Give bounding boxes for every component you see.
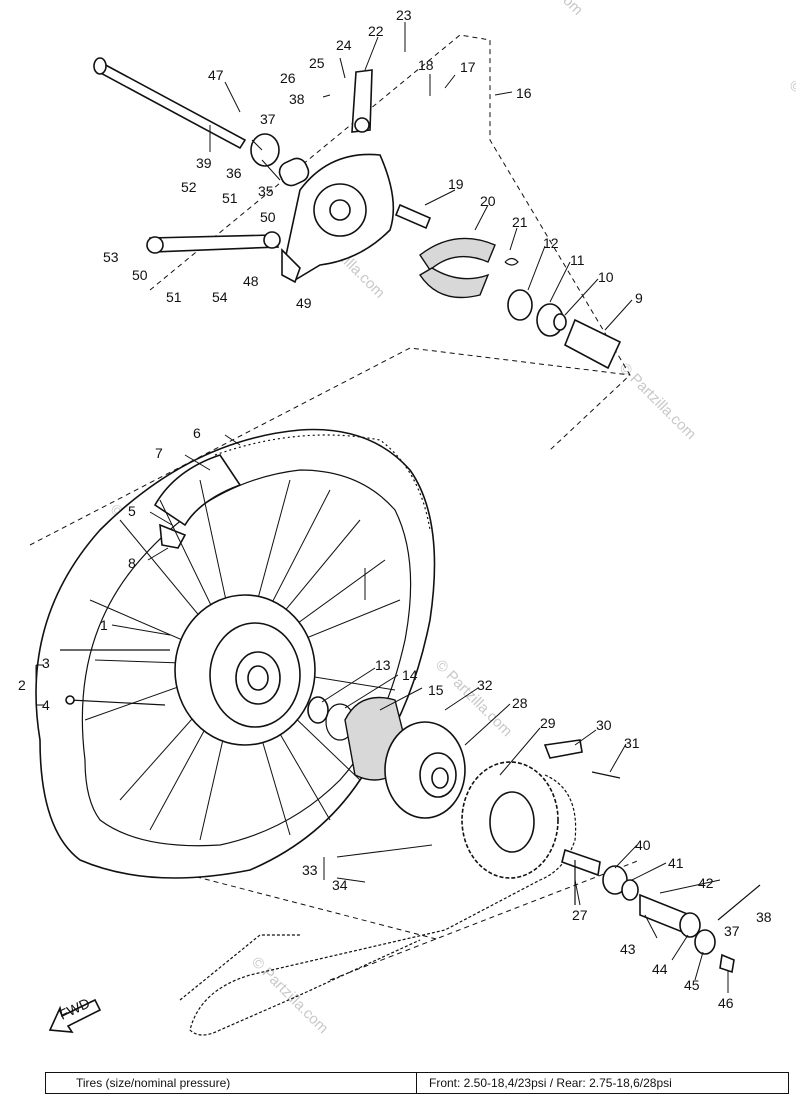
- callout-35: 35: [258, 183, 274, 199]
- callout-30: 30: [596, 717, 612, 733]
- wheel-hub: [174, 594, 316, 746]
- callout-1: 1: [100, 617, 108, 633]
- callout-47: 47: [208, 67, 224, 83]
- callout-18: 18: [418, 57, 434, 73]
- drive-chain: [179, 774, 577, 1036]
- watermark: © Partzilla.com: [503, 0, 586, 19]
- watermark: © Partzilla.com: [248, 954, 331, 1037]
- callout-24: 24: [336, 37, 352, 53]
- callout-43: 43: [620, 941, 636, 957]
- callout-16: 16: [516, 85, 532, 101]
- leader-lines: [35, 22, 729, 993]
- callout-17: 17: [460, 59, 476, 75]
- rear-axle: [93, 57, 247, 150]
- callout-46: 46: [718, 995, 734, 1011]
- callout-29: 29: [540, 715, 556, 731]
- guide-box-bottom: [169, 859, 641, 981]
- collar-and-spacer: [250, 133, 310, 187]
- camshaft-lever: [351, 69, 373, 133]
- callout-51-lower: 51: [166, 289, 182, 305]
- callout-41: 41: [668, 855, 684, 871]
- callout-52: 52: [181, 179, 197, 195]
- callout-12: 12: [543, 235, 559, 251]
- tire-spec-label: Tires (size/nominal pressure): [46, 1073, 417, 1093]
- callout-38: 38: [289, 91, 305, 107]
- callout-34: 34: [332, 877, 348, 893]
- hub-bearings: [504, 257, 622, 370]
- callout-36: 36: [226, 165, 242, 181]
- callout-2: 2: [18, 677, 26, 693]
- callout-6: 6: [193, 425, 201, 441]
- guide-box-top: [149, 34, 631, 451]
- callout-9: 9: [635, 290, 643, 306]
- callout-21: 21: [512, 214, 528, 230]
- callout-53: 53: [103, 249, 119, 265]
- watermark: © Partzilla.com: [785, 77, 796, 160]
- callout-37-right: 37: [724, 923, 740, 939]
- callout-38-right: 38: [756, 909, 772, 925]
- callout-25: 25: [309, 55, 325, 71]
- callout-15: 15: [428, 682, 444, 698]
- callout-22: 22: [368, 23, 384, 39]
- rear-sprocket: [461, 761, 559, 879]
- callout-49: 49: [296, 295, 312, 311]
- callout-7: 7: [155, 445, 163, 461]
- callout-28: 28: [512, 695, 528, 711]
- callout-44: 44: [652, 961, 668, 977]
- callout-20: 20: [480, 193, 496, 209]
- callout-37: 37: [260, 111, 276, 127]
- callout-40: 40: [635, 837, 651, 853]
- callout-45: 45: [684, 977, 700, 993]
- parts-diagram: © Partzilla.com © Partzilla.com © Partzi…: [18, 0, 796, 1037]
- callouts: 1 2 3 4 5 6 7 8 9 10 11 12 13 14 15 16 1…: [18, 7, 772, 1011]
- brake-cam: [394, 203, 432, 230]
- callout-11: 11: [570, 252, 585, 268]
- fwd-arrow: FWD: [48, 995, 102, 1033]
- callout-51-upper: 51: [222, 190, 238, 206]
- callout-32: 32: [477, 677, 493, 693]
- tension-bar: [146, 231, 281, 254]
- callout-54: 54: [212, 289, 228, 305]
- inner-tube: [153, 454, 242, 549]
- sprocket-hub: [384, 721, 466, 819]
- callout-23: 23: [396, 7, 412, 23]
- tire-spec-value: Front: 2.50-18,4/23psi / Rear: 2.75-18,6…: [429, 1076, 672, 1090]
- chain-puller: [543, 739, 621, 779]
- callout-14: 14: [402, 667, 418, 683]
- brake-shoe-plate: [281, 153, 395, 284]
- callout-39: 39: [196, 155, 212, 171]
- chain-adjuster-group: [561, 848, 761, 974]
- callout-4: 4: [42, 697, 50, 713]
- callout-5: 5: [128, 503, 136, 519]
- callout-19: 19: [448, 176, 464, 192]
- callout-13: 13: [375, 657, 391, 673]
- callout-42: 42: [698, 875, 714, 891]
- callout-33: 33: [302, 862, 318, 878]
- callout-48: 48: [243, 273, 259, 289]
- callout-50-upper: 50: [260, 209, 276, 225]
- callout-26: 26: [280, 70, 296, 86]
- callout-8: 8: [128, 555, 136, 571]
- callout-50-lower: 50: [132, 267, 148, 283]
- spoke-set: [60, 649, 170, 706]
- callout-27: 27: [572, 907, 588, 923]
- tire-spec-table: Tires (size/nominal pressure) Front: 2.5…: [45, 1072, 789, 1094]
- brake-shoes: [419, 237, 496, 299]
- callout-31: 31: [624, 735, 640, 751]
- callout-3: 3: [42, 655, 50, 671]
- callout-10: 10: [598, 269, 614, 285]
